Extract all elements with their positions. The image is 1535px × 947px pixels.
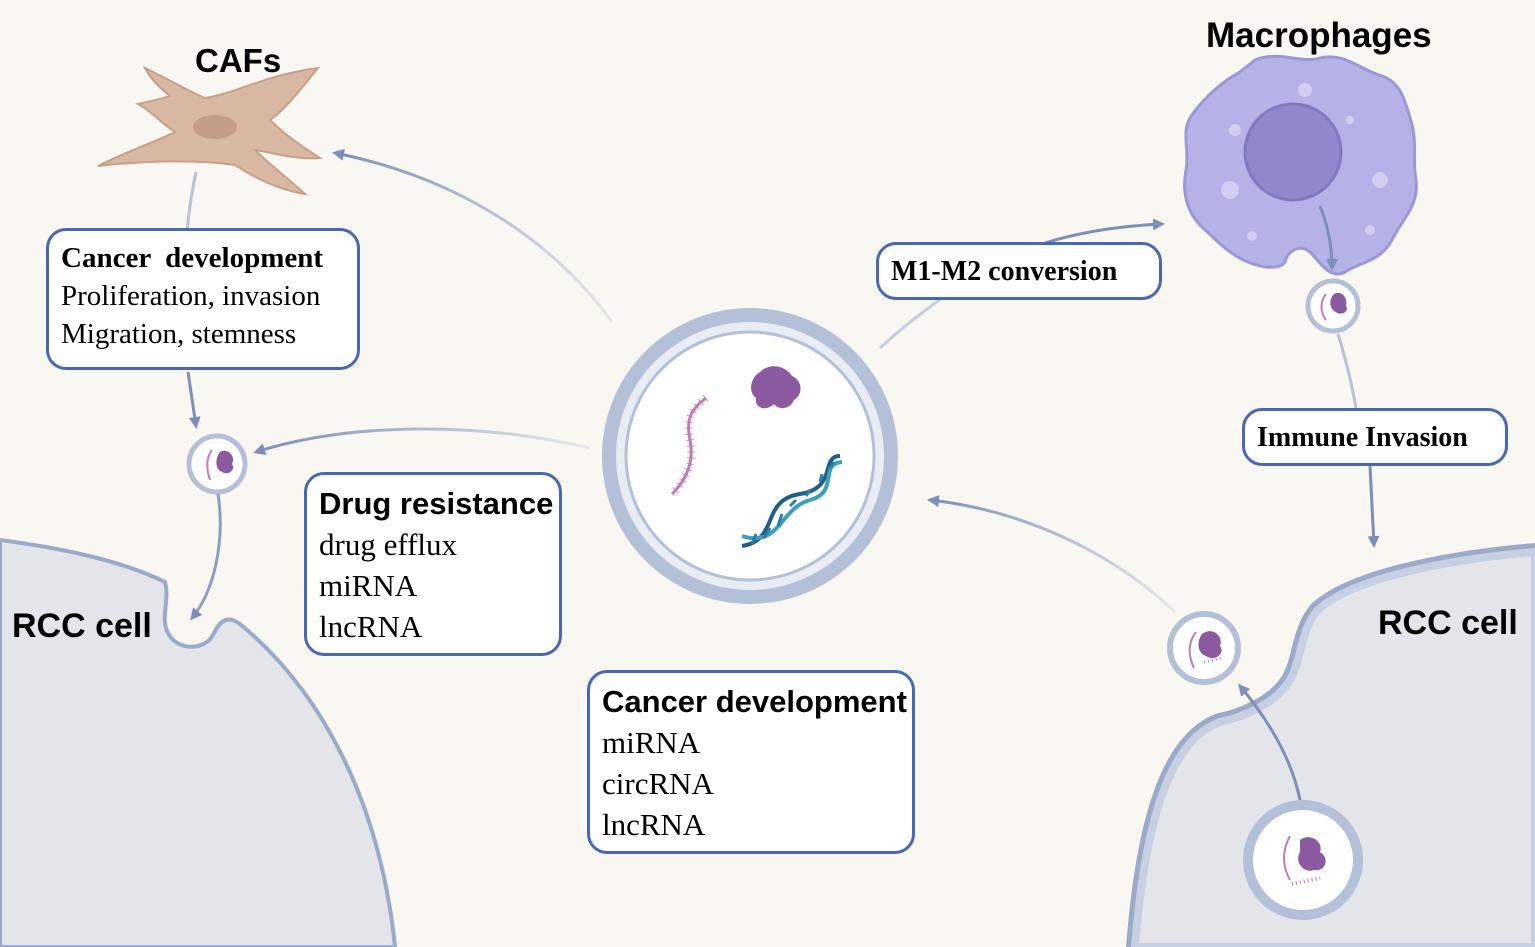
cancer-development-line-2: circRNA [602,766,714,801]
cancer-development-box: Cancer development miRNA circRNA lncRNA [587,670,915,854]
vesicle-macrophage-icon [1305,278,1361,334]
immune-invasion-box: Immune Invasion [1242,408,1508,466]
m1-m2-conversion-box: M1-M2 conversion [876,242,1162,300]
rcc-cell-left [0,537,398,947]
arrow-rcc-to-vesicle [1238,683,1302,801]
caf-effects-title: Cancer development [61,242,324,274]
drug-resistance-line-3: lncRNA [319,609,423,644]
arrows [185,148,1380,801]
vesicle-inside-rcc-icon [1243,800,1363,920]
cancer-development-title: Cancer development [602,684,907,719]
arrow-macrophage-to-vesicle [1318,205,1338,271]
dna-helix-icon [741,454,843,548]
arrow-immune-to-rcc [1367,465,1380,548]
drug-resistance-line-1: drug efflux [319,527,458,562]
arrow-vesicle-to-immune [1336,333,1358,409]
arrow-exosome-to-vesicle [253,427,591,455]
caf-effects-box: Cancer development Proliferation, invasi… [46,228,360,370]
vesicle-right-icon [1167,611,1241,685]
arrow-exosome-to-caf [332,148,614,323]
macrophage-icon [1183,54,1418,276]
drug-resistance-line-2: miRNA [319,568,418,603]
rcc-cell-right [1125,542,1535,947]
arrow-vesicle-to-rcc-left [190,493,222,621]
rcc-cell-left-label: RCC cell [12,607,152,645]
vesicle-left-icon [186,433,248,495]
m1-m2-conversion-title: M1-M2 conversion [891,256,1118,287]
protein-icon [751,366,801,409]
central-exosome-icon [602,308,898,604]
arrow-box-to-vesicle [186,371,201,429]
immune-invasion-title: Immune Invasion [1257,422,1468,453]
arrow-vesicle-to-exosome [927,495,1177,614]
macrophages-label: Macrophages [1206,16,1432,55]
drug-resistance-title: Drug resistance [319,486,554,521]
caf-effects-line-2: Migration, stemness [61,318,297,350]
cancer-development-line-1: miRNA [602,725,701,760]
rna-strand-icon [669,394,709,497]
cafs-label: CAFs [195,42,282,79]
caf-effects-line-1: Proliferation, invasion [61,280,321,312]
drug-resistance-box: Drug resistance drug efflux miRNA lncRNA [304,472,562,656]
arrow-m1m2-to-macrophage [1044,218,1165,245]
rcc-cell-right-label: RCC cell [1378,604,1518,642]
cancer-development-line-3: lncRNA [602,807,706,842]
caf-cell-icon [97,65,324,196]
arrow-caf-to-box [185,171,198,233]
